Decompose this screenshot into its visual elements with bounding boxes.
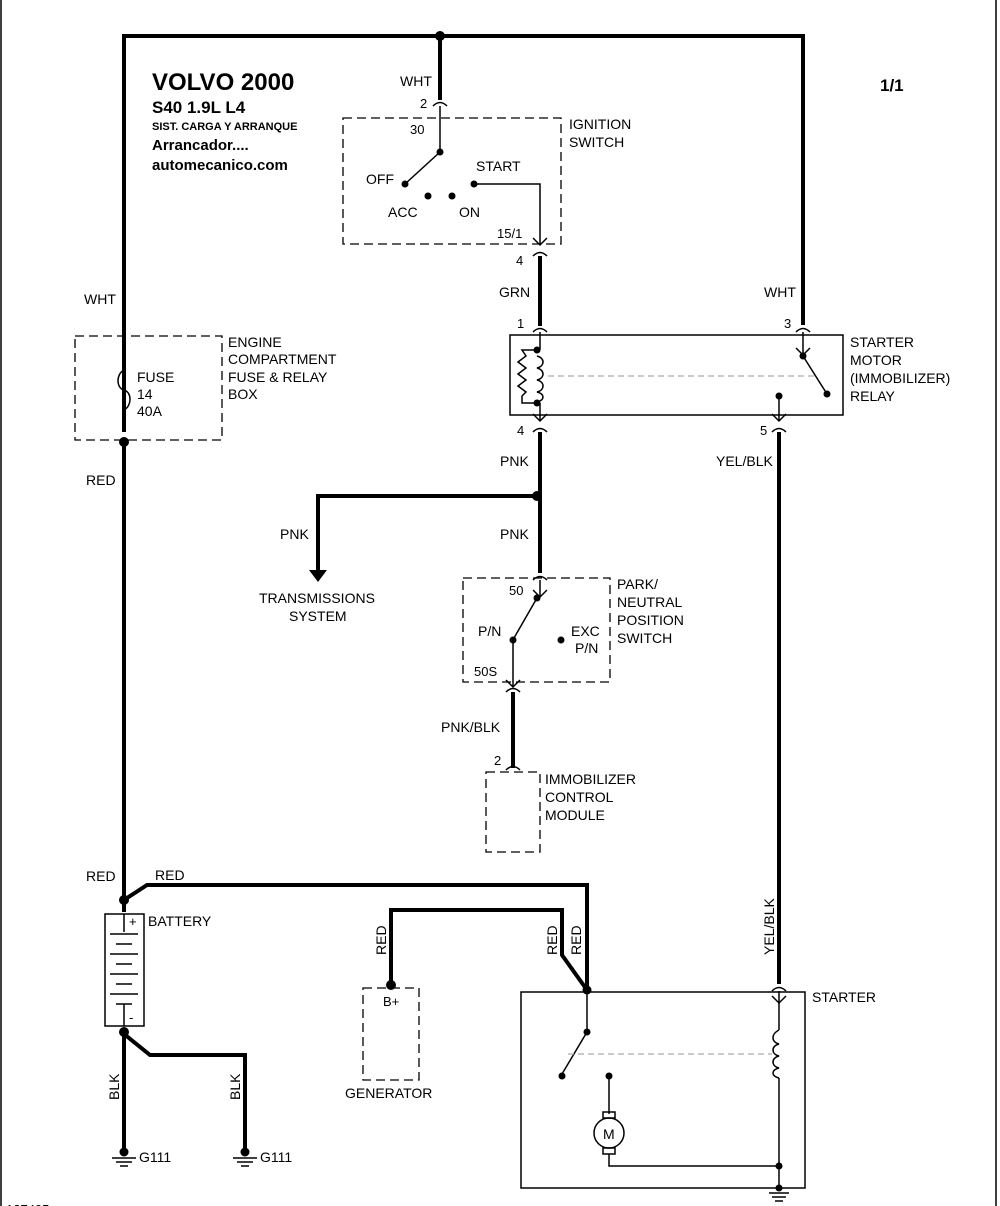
starter: [520, 985, 806, 1202]
battery-name: BATTERY: [148, 913, 212, 929]
diagram-subtitle: Arrancador....: [152, 137, 249, 154]
ignition-switch-name-1: IGNITION: [569, 116, 631, 132]
footer-code: 127405: [6, 1202, 49, 1206]
ignition-switch: [342, 101, 562, 257]
immobilizer-control-module: [485, 765, 541, 853]
ignition-pos-on: ON: [459, 204, 480, 220]
ground-label-1: G111: [139, 1149, 171, 1165]
wire-label-red-batt-top: RED: [155, 867, 185, 883]
generator-name: GENERATOR: [345, 1085, 432, 1101]
fuse-box-name-2: COMPARTMENT: [228, 351, 337, 367]
fuse-box-name-3: FUSE & RELAY: [228, 369, 328, 385]
battery: [104, 883, 589, 1037]
wire-label-pnk-relay: PNK: [500, 453, 529, 469]
ignition-switch-name-2: SWITCH: [569, 134, 624, 150]
immobilizer-name-1: IMMOBILIZER: [545, 771, 636, 787]
pn-switch-terminal-50s: 50S: [474, 664, 497, 679]
ignition-pos-acc: ACC: [388, 204, 418, 220]
fuse-rating: 40A: [137, 403, 163, 419]
starter-motor-relay: [509, 327, 844, 433]
diagram-title: VOLVO 2000: [152, 69, 294, 96]
page-number: 1/1: [880, 76, 904, 95]
fuse-label: FUSE: [137, 369, 174, 385]
wire-label-red-batt-left: RED: [86, 868, 116, 884]
transmission-system-label-1: TRANSMISSIONS: [259, 590, 375, 606]
wire-label-pnk-blk: PNK/BLK: [441, 719, 501, 735]
ignition-terminal-15-1: 15/1: [497, 226, 522, 241]
ignition-pos-start: START: [476, 158, 521, 174]
pnk-wires: [309, 432, 542, 582]
wire-label-red-gen: RED: [373, 925, 389, 955]
diagram-system: SIST. CARGA Y ARRANQUE: [152, 121, 297, 133]
diagram-model: S40 1.9L L4: [152, 98, 246, 117]
blk-ground-wires: [122, 1032, 247, 1150]
wire-label-blk-2: BLK: [227, 1073, 243, 1100]
immobilizer-pin-2: 2: [494, 753, 501, 768]
generator-terminal-b-plus: B+: [383, 994, 399, 1009]
transmission-system-label-2: SYSTEM: [289, 608, 347, 624]
ignition-pin-in: 2: [420, 96, 427, 111]
wire-label-pnk-switch: PNK: [500, 526, 529, 542]
wire-label-grn: GRN: [499, 284, 530, 300]
ground-g111-2: [233, 1147, 257, 1167]
pn-switch-terminal-50: 50: [509, 583, 523, 598]
pn-switch-pos-pn: P/N: [478, 623, 501, 639]
wire-label-wht-left: WHT: [84, 291, 116, 307]
relay-name-2: MOTOR: [850, 352, 902, 368]
wire-label-pnk-branch: PNK: [280, 526, 309, 542]
ignition-terminal-30: 30: [410, 122, 424, 137]
relay-name-4: RELAY: [850, 388, 896, 404]
fuse-box-name-4: BOX: [228, 386, 258, 402]
generator: [362, 908, 589, 1081]
relay-pin-3: 3: [784, 316, 791, 331]
main-power-wires: [122, 31, 805, 432]
wire-label-blk-1: BLK: [106, 1073, 122, 1100]
wire-label-red-fuse: RED: [86, 472, 116, 488]
pn-switch-name-4: SWITCH: [617, 630, 672, 646]
pn-switch-name-3: POSITION: [617, 612, 684, 628]
wire-label-wht-right: WHT: [764, 284, 796, 300]
relay-pin-5: 5: [760, 423, 767, 438]
wire-label-red-starter-1: RED: [544, 925, 560, 955]
ground-g111-1: [112, 1147, 136, 1167]
pn-switch-name-2: NEUTRAL: [617, 594, 683, 610]
immobilizer-name-2: CONTROL: [545, 789, 614, 805]
relay-name-1: STARTER: [850, 334, 914, 350]
starter-name: STARTER: [812, 989, 876, 1005]
wire-label-wht-top: WHT: [400, 73, 432, 89]
pn-switch-name-1: PARK/: [617, 576, 658, 592]
relay-pin-1: 1: [517, 316, 524, 331]
starter-motor-symbol: M: [603, 1126, 615, 1142]
wire-label-red-starter-2: RED: [568, 925, 584, 955]
battery-plus: +: [129, 914, 137, 929]
battery-minus: -: [129, 1010, 133, 1025]
fuse-box-name-1: ENGINE: [228, 334, 282, 350]
wire-label-yel-blk-starter: YEL/BLK: [761, 898, 777, 955]
relay-name-3: (IMMOBILIZER): [850, 370, 950, 386]
relay-pin-4: 4: [517, 423, 524, 438]
ignition-pin-out: 4: [516, 253, 523, 268]
ground-label-2: G111: [260, 1149, 292, 1165]
fuse-number: 14: [137, 386, 153, 402]
park-neutral-position-switch: [462, 575, 611, 693]
ignition-pos-off: OFF: [366, 171, 394, 187]
pn-switch-pos-exc-2: P/N: [575, 640, 598, 656]
immobilizer-name-3: MODULE: [545, 807, 605, 823]
wire-label-yel-blk-top: YEL/BLK: [716, 453, 773, 469]
pn-switch-pos-exc-1: EXC: [571, 623, 600, 639]
diagram-site: automecanico.com: [152, 157, 288, 174]
